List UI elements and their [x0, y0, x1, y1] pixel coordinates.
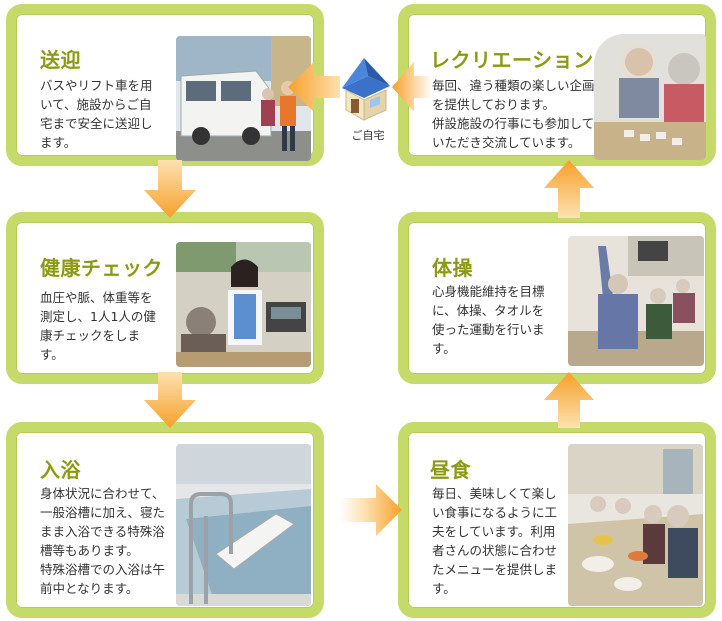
house-icon [334, 54, 396, 122]
step-title-recreation: レクリエーション [430, 48, 594, 72]
step-text-health: 血圧や脈、体重等を 測定し、1人1人の健 康チェックをしま す。 [40, 290, 156, 362]
step-text-exercise: 心身機能維持を目標 に、体操、タオルを 使った運動を行いま す。 [432, 284, 545, 356]
step-card-health: 健康チェック 血圧や脈、体重等を 測定し、1人1人の健 康チェックをしま す。 [6, 212, 324, 384]
arrow-up-exercise-to-recreation [540, 160, 598, 218]
arrow-up-lunch-to-exercise [540, 372, 598, 428]
step-card-exercise: 体操 心身機能維持を目標 に、体操、タオルを 使った運動を行いま す。 [398, 212, 716, 384]
step-title-bath: 入浴 [40, 458, 81, 482]
arrow-right-bath-to-lunch [340, 484, 402, 536]
lunch-photo [568, 444, 703, 606]
step-text-bath: 身体状況に合わせて、 一般浴槽に加え、寝た まま入浴できる特殊浴 槽等もあります… [40, 486, 166, 596]
pickup-photo [176, 36, 311, 161]
step-text-pickup: バスやリフト車を用 いて、施設からご自 宅まで安全に送迎し ます。 [40, 78, 153, 150]
arrow-left-recreation-to-home [392, 62, 432, 112]
step-card-lunch: 昼食 毎日、美味しくて楽し い食事になるように工 夫をしています。利用 者さんの… [398, 422, 716, 618]
home-label: ご自宅 [351, 129, 385, 142]
step-title-pickup: 送迎 [40, 48, 81, 72]
step-title-health: 健康チェック [40, 256, 163, 280]
step-text-recreation: 毎回、違う種類の楽しい企画 を提供しております。 併設施設の行事にも参加して い… [432, 78, 595, 150]
step-card-pickup: 送迎 バスやリフト車を用 いて、施設からご自 宅まで安全に送迎し ます。 [6, 4, 324, 166]
step-text-lunch: 毎日、美味しくて楽し い食事になるように工 夫をしています。利用 者さんの状態に… [432, 486, 558, 596]
step-title-lunch: 昼食 [430, 458, 471, 482]
step-card-recreation: レクリエーション 毎回、違う種類の楽しい企画 を提供しております。 併設施設の行… [398, 4, 716, 166]
recreation-photo [594, 34, 706, 160]
arrow-down-health-to-bath [140, 372, 200, 428]
bath-photo [176, 444, 311, 606]
arrow-left-home-to-pickup [288, 62, 340, 112]
health-check-photo [176, 242, 311, 367]
step-title-exercise: 体操 [432, 256, 473, 280]
exercise-photo [568, 236, 704, 366]
arrow-down-pickup-to-health [140, 160, 200, 218]
step-card-bath: 入浴 身体状況に合わせて、 一般浴槽に加え、寝た まま入浴できる特殊浴 槽等もあ… [6, 422, 324, 618]
